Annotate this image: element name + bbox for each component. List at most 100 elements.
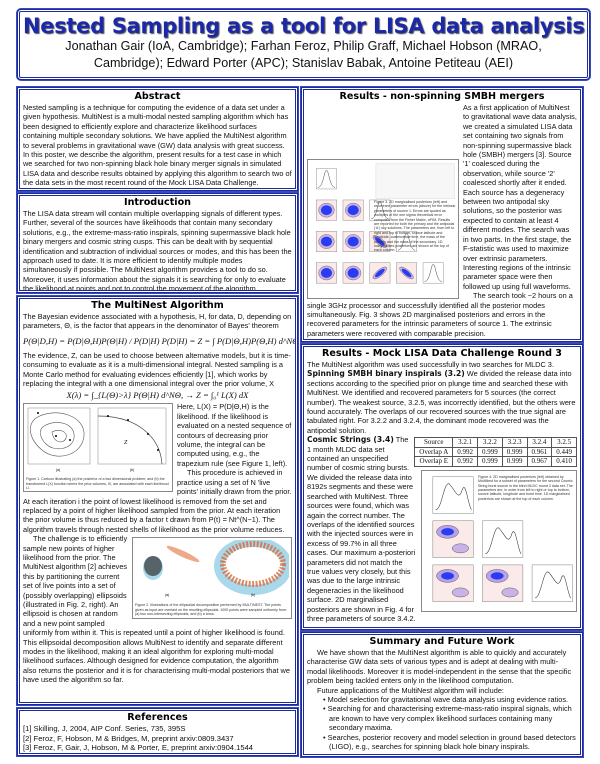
table-header-cell: Source: [414, 437, 454, 448]
figure-2-plot: (a) (b): [143, 537, 292, 597]
title-banner: Nested Sampling as a tool for LISA data …: [17, 9, 590, 80]
results-mldc-section: Results - Mock LISA Data Challenge Round…: [301, 344, 583, 630]
results-smbh-section: Results - non-spinning SMBH mergers Figu…: [301, 87, 583, 342]
1d-posterior-curve: [485, 527, 522, 554]
abstract-text: Nested sampling is a technique for compu…: [23, 103, 292, 188]
posterior-core: [375, 237, 385, 246]
list-item: Searches, posterior recovery and model s…: [328, 733, 577, 752]
summary-para-1: We have shown that the MultiNest algorit…: [307, 648, 572, 686]
posterior-core: [347, 268, 359, 278]
cosmic-strings-heading: Cosmic Strings (3.4): [307, 435, 394, 445]
multinest-para-4: This procedure is achieved in practice u…: [23, 468, 292, 534]
1d-posterior-curve: [371, 201, 389, 220]
table-header-cell: 3.2.4: [526, 437, 553, 448]
results-mldc-heading: Results - Mock LISA Data Challenge Round…: [322, 348, 562, 359]
posterior-core: [490, 571, 504, 580]
figure-2-label-a: (a): [165, 593, 169, 597]
table-cell: 0.410: [551, 456, 577, 467]
posterior-core: [347, 205, 359, 216]
abstract-heading: Abstract: [134, 91, 181, 102]
multinest-para-3: Here, L(X) = P(D|Θ,H) is the likelihood.…: [177, 402, 292, 468]
multinest-para-2: The evidence, Z, can be used to choose b…: [23, 350, 291, 389]
list-item: Searching for and characterising extreme…: [328, 704, 577, 732]
list-item: Model selection for gravitational wave d…: [328, 695, 577, 704]
table-cell: Overlap E: [414, 456, 454, 467]
figure-1-plot: Z (a) (b): [27, 408, 167, 472]
table-row: Overlap A 0.992 0.999 0.999 0.961 0.449: [414, 446, 577, 458]
table-cell: 0.999: [501, 456, 528, 467]
results-smbh-para-2: The search took ~2 hours on a single 3GH…: [307, 291, 573, 338]
poster-title: Nested Sampling as a tool for LISA data …: [23, 14, 585, 38]
table-cell: 0.449: [551, 446, 577, 458]
posterior-core: [320, 268, 332, 278]
figure-4-caption: Figure 4. 2D marginalised posteriors (le…: [478, 474, 573, 501]
posterior-core: [401, 268, 412, 278]
posterior-core: [441, 571, 454, 580]
references-heading: References: [127, 712, 188, 723]
posterior-core: [347, 236, 359, 247]
figure-2-label-b: (b): [251, 593, 255, 597]
figure-1-label-b: (b): [130, 468, 134, 472]
posterior-core: [320, 236, 332, 247]
future-work-list: Model selection for gravitational wave d…: [307, 695, 577, 751]
figure-1: Z (a) (b) Figure 1. Cartoon illustrating…: [23, 403, 173, 493]
multinest-para-1: The Bayesian evidence associated with a …: [23, 312, 292, 331]
cosmic-strings-paragraph: Cosmic Strings (3.4) The 1 month MLDC da…: [307, 435, 577, 623]
introduction-text: The LISA data stream will contain multip…: [23, 209, 292, 293]
figure-2-caption: Figure 2. Illustrations of the ellipsoid…: [135, 603, 288, 616]
results-smbh-para-1: As a first application of MultiNest to g…: [463, 103, 577, 291]
figure-1-z-label: Z: [124, 440, 128, 446]
summary-heading: Summary and Future Work: [369, 636, 515, 647]
1d-posterior-curve: [397, 232, 416, 251]
summary-para-2: Future applications of the MultiNest alg…: [317, 685, 504, 695]
bayes-equation: P(Θ|D,H) = P(D|Θ,H)P(Θ|H) / P(D|H) P(D|H…: [23, 335, 298, 346]
spinning-smbh-paragraph: Spinning SMBH binary inspirals (3.2) We …: [307, 369, 577, 435]
1d-posterior-panel: [422, 262, 444, 284]
summary-section: Summary and Future Work We have shown th…: [301, 632, 583, 757]
results-mldc-intro: The MultiNest algorithm was used success…: [307, 360, 554, 369]
table-cell: 0.967: [526, 456, 553, 467]
spinning-smbh-heading: Spinning SMBH binary inspirals (3.2): [307, 369, 465, 379]
figure-3: Figure 3. 2D marginalised posteriors (le…: [307, 159, 459, 299]
table-cell: 0.999: [477, 446, 503, 458]
multinest-heading: The MultiNest Algorithm: [91, 300, 224, 311]
posterior-contour: [501, 587, 519, 597]
introduction-heading: Introduction: [124, 197, 191, 208]
error-table-image: [375, 163, 455, 199]
table-header-cell: 3.2.3: [501, 437, 528, 448]
table-header-row: Source 3.2.1 3.2.2 3.2.3 3.2.4 3.2.5: [414, 437, 577, 448]
table-cell: 0.999: [501, 446, 528, 458]
cosmic-strings-text: The 1 month MLDC data set contained an u…: [307, 435, 416, 623]
1d-posterior-panel: [432, 476, 474, 514]
table-cell: Overlap A: [414, 446, 454, 458]
figure-1-caption: Figure 1. Cartoon illustrating (a) the p…: [26, 477, 169, 491]
figure-1-label-a: (a): [56, 468, 60, 472]
references-section: References [1] Skilling, J, 2004, AIP Co…: [17, 708, 298, 756]
results-smbh-heading: Results - non-spinning SMBH mergers: [339, 91, 545, 102]
table-header-cell: 3.2.1: [452, 437, 478, 448]
posterior-core: [375, 268, 385, 278]
posterior-core: [320, 205, 332, 216]
table-cell: 0.999: [477, 456, 503, 467]
1d-posterior-curve: [534, 571, 571, 598]
reference-2: [2] Feroz, F, Hobson, M & Bridges, M, pr…: [23, 733, 234, 743]
figure-4-plot: [432, 476, 573, 602]
1d-posterior-curve: [435, 483, 472, 510]
1d-posterior-panel: [482, 520, 524, 558]
figure-3-caption: Figure 3. 2D marginalised posteriors (le…: [374, 200, 456, 253]
1d-posterior-panel: [531, 564, 573, 602]
authors-line-1: Jonathan Gair (IoA, Cambridge); Farhan F…: [65, 39, 542, 53]
1d-posterior-panel: [316, 168, 337, 190]
reference-1: [1] Skilling, J, 2004, AIP Conf. Series,…: [23, 724, 186, 733]
multinest-para-5: The challenge is to efficiently sample n…: [23, 534, 290, 685]
table-row: Overlap E 0.992 0.999 0.999 0.967 0.410: [414, 456, 577, 467]
multinest-section: The MultiNest Algorithm The Bayesian evi…: [17, 296, 298, 705]
1d-posterior-curve: [424, 264, 442, 282]
posterior-contour: [451, 587, 469, 597]
posterior-core: [441, 527, 454, 536]
figure-2: (a) (b) Figure 2. Illustrations of the e…: [132, 537, 292, 620]
table-cell: 0.992: [452, 456, 478, 467]
reference-3: [3] Feroz, F, Gair, J, Hobson, M & Porte…: [23, 743, 254, 753]
table-cell: 0.992: [452, 446, 478, 458]
1d-posterior-curve: [317, 169, 336, 188]
